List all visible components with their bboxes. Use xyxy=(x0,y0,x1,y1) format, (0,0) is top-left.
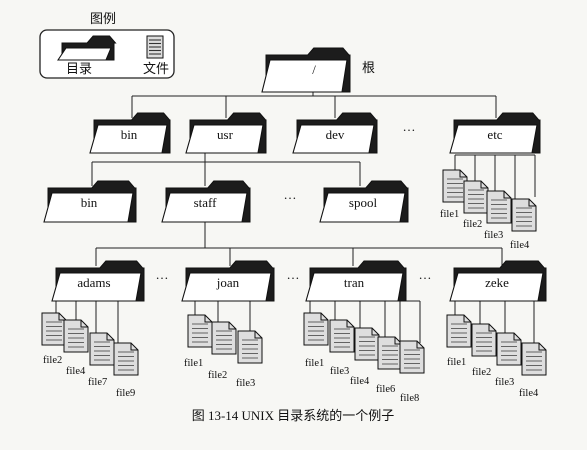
file-icon xyxy=(211,321,237,355)
file-label: file3 xyxy=(330,366,349,377)
directory-dev-label: dev xyxy=(326,127,345,142)
directory-etc-label: etc xyxy=(487,127,502,142)
file-icon xyxy=(329,319,355,353)
legend-file-label: 文件 xyxy=(143,62,169,77)
legend-directory-label: 目录 xyxy=(66,62,92,77)
file-label: file4 xyxy=(350,376,370,387)
level1-ellipsis: … xyxy=(403,119,416,134)
directory-usr xyxy=(185,112,267,154)
joan-files: file1 file2 file3 xyxy=(184,314,263,389)
directory-dev xyxy=(292,112,378,154)
file-icon xyxy=(521,342,547,376)
directory-staff xyxy=(161,180,251,223)
directory-etc xyxy=(449,112,541,154)
level3-ellipsis-3: … xyxy=(419,267,432,282)
zeke-files: file1 file2 file3 file4 xyxy=(446,314,547,399)
figure-caption: 图 13-14 UNIX 目录系统的一个例子 xyxy=(192,408,395,423)
directory-adams xyxy=(51,260,145,302)
file-label: file2 xyxy=(43,355,62,366)
file-icon xyxy=(187,314,213,348)
file-icon xyxy=(354,327,380,361)
level2-ellipsis: … xyxy=(284,187,297,202)
file-label: file7 xyxy=(88,377,107,388)
file-label: file1 xyxy=(184,358,203,369)
file-icon xyxy=(237,330,263,364)
directory-bin xyxy=(89,112,171,154)
directory-zeke-label: zeke xyxy=(485,275,509,290)
file-label: file4 xyxy=(66,366,86,377)
directory-joan-label: joan xyxy=(216,275,240,290)
file-label: file2 xyxy=(463,219,482,230)
legend: 图例 目录 文件 xyxy=(39,12,175,79)
directory-spool xyxy=(319,180,409,223)
file-icon xyxy=(486,190,512,224)
directory-spool-label: spool xyxy=(349,195,378,210)
legend-title: 图例 xyxy=(90,12,116,27)
file-label: file2 xyxy=(472,367,491,378)
file-label: file9 xyxy=(116,388,135,399)
directory-joan xyxy=(181,260,275,302)
root-directory xyxy=(261,47,351,93)
file-icon xyxy=(399,340,425,374)
directory-tran-label: tran xyxy=(344,275,365,290)
directory-zeke xyxy=(449,260,547,302)
file-label: file3 xyxy=(236,378,255,389)
level3-ellipsis-2: … xyxy=(287,267,300,282)
legend-folder-icon xyxy=(56,35,117,61)
file-label: file4 xyxy=(519,388,539,399)
directory-usr-label: usr xyxy=(217,127,234,142)
file-icon xyxy=(511,198,537,232)
file-icon xyxy=(446,314,472,348)
legend-file-icon xyxy=(146,35,164,59)
directory-adams-label: adams xyxy=(77,275,110,290)
root-directory-label: / xyxy=(312,62,316,77)
file-icon xyxy=(303,312,329,346)
file-icon xyxy=(463,180,489,214)
file-label: file2 xyxy=(208,370,227,381)
directory-staff-label: staff xyxy=(194,195,218,210)
level3-ellipsis-1: … xyxy=(156,267,169,282)
root-directory-note: 根 xyxy=(362,61,375,76)
file-label: file3 xyxy=(495,377,514,388)
directory-usr-bin xyxy=(43,180,137,223)
file-label: file1 xyxy=(447,357,466,368)
file-icon xyxy=(63,319,89,353)
file-icon xyxy=(377,336,403,370)
file-icon xyxy=(41,312,67,346)
file-label: file8 xyxy=(400,393,419,404)
file-icon xyxy=(442,169,468,203)
file-icon xyxy=(113,342,139,376)
file-label: file1 xyxy=(440,209,459,220)
tree-connectors xyxy=(55,92,536,343)
file-icon xyxy=(471,323,497,357)
file-icon xyxy=(89,332,115,366)
file-label: file4 xyxy=(510,240,530,251)
directory-tran xyxy=(305,260,407,302)
directory-usr-bin-label: bin xyxy=(81,195,98,210)
file-label: file3 xyxy=(484,230,503,241)
file-label: file6 xyxy=(376,384,395,395)
directory-bin-label: bin xyxy=(121,127,138,142)
file-icon xyxy=(496,332,522,366)
file-label: file1 xyxy=(305,358,324,369)
